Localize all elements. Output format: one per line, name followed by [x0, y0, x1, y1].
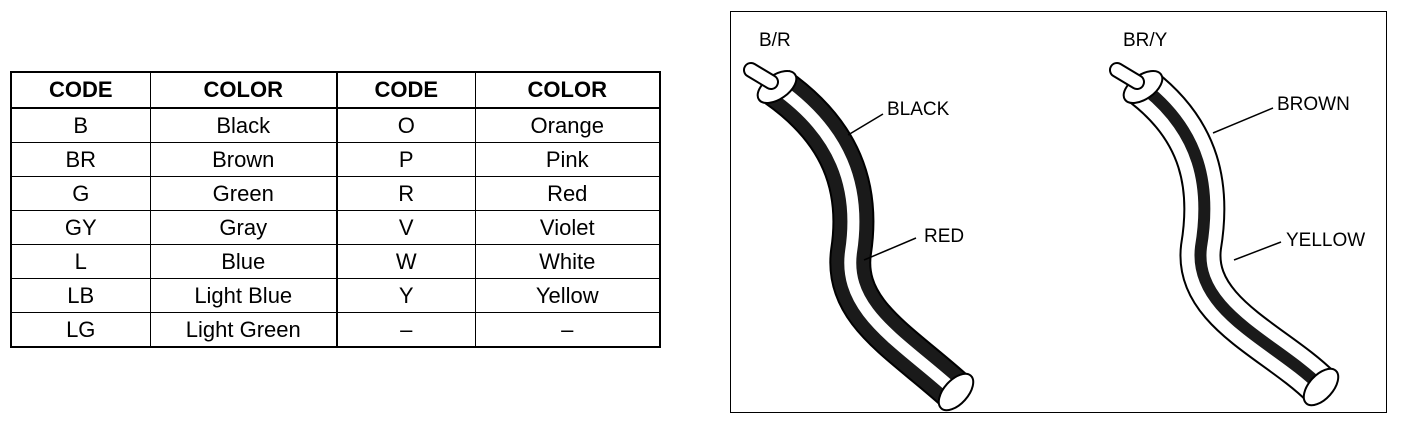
header-color-2: COLOR	[474, 71, 661, 109]
wire-br-y: BR/Y BROWN YELLOW	[1109, 30, 1365, 407]
code-cell: Y	[336, 278, 476, 313]
table-row: L Blue W White	[10, 244, 661, 279]
color-code-table: CODE COLOR CODE COLOR B Black O Orange B…	[10, 71, 661, 348]
color-cell: Orange	[474, 107, 661, 143]
color-cell: Green	[149, 176, 338, 211]
color-cell: –	[474, 312, 661, 348]
table-header-row: CODE COLOR CODE COLOR	[10, 71, 661, 109]
wire-1-stripe	[773, 82, 961, 397]
code-cell: B	[10, 107, 151, 143]
wire-1-stripe-label: RED	[924, 226, 964, 247]
leader-yellow	[1233, 241, 1282, 261]
code-cell: W	[336, 244, 476, 279]
wire-2-stripe	[1139, 82, 1326, 392]
color-cell: Yellow	[474, 278, 661, 313]
wire-1-end-cap	[937, 372, 975, 412]
code-cell: V	[336, 210, 476, 245]
header-color-1: COLOR	[149, 71, 338, 109]
wire-2-base-label: BROWN	[1277, 94, 1350, 115]
wire-b-r: B/R BLACK RED	[743, 30, 975, 412]
wire-1-base-label: BLACK	[887, 99, 950, 120]
wire-2-end-cap	[1302, 367, 1340, 407]
wire-1-conductor-fill	[745, 64, 777, 88]
leader-brown	[1212, 107, 1274, 134]
leader-black	[847, 113, 884, 136]
code-cell: L	[10, 244, 151, 279]
color-cell: Gray	[149, 210, 338, 245]
code-cell: LG	[10, 312, 151, 348]
wire-2-conductor-fill	[1111, 64, 1143, 88]
color-cell: Light Green	[149, 312, 338, 348]
code-cell: R	[336, 176, 476, 211]
color-cell: Red	[474, 176, 661, 211]
code-cell: O	[336, 107, 476, 143]
code-cell: –	[336, 312, 476, 348]
leader-red	[863, 237, 917, 261]
color-cell: Pink	[474, 142, 661, 177]
wire-2-stripe-label: YELLOW	[1286, 230, 1365, 251]
code-cell: G	[10, 176, 151, 211]
color-cell: Black	[149, 107, 338, 143]
table-row: BR Brown P Pink	[10, 142, 661, 177]
wire-diagram-panel: B/R BLACK RED BR/Y BROWN YELLOW	[730, 11, 1387, 413]
table-row: B Black O Orange	[10, 107, 661, 143]
color-cell: Brown	[149, 142, 338, 177]
table-row: GY Gray V Violet	[10, 210, 661, 245]
color-cell: White	[474, 244, 661, 279]
wire-2-code-label: BR/Y	[1123, 30, 1168, 51]
table-row: LG Light Green – –	[10, 312, 661, 348]
color-cell: Violet	[474, 210, 661, 245]
header-code-2: CODE	[336, 71, 476, 109]
code-cell: P	[336, 142, 476, 177]
header-code-1: CODE	[10, 71, 151, 109]
color-cell: Blue	[149, 244, 338, 279]
table-row: G Green R Red	[10, 176, 661, 211]
table-row: LB Light Blue Y Yellow	[10, 278, 661, 313]
code-cell: LB	[10, 278, 151, 313]
wire-1-code-label: B/R	[759, 30, 791, 51]
color-cell: Light Blue	[149, 278, 338, 313]
wire-diagram: B/R BLACK RED BR/Y BROWN YELLOW	[743, 30, 1365, 412]
code-cell: GY	[10, 210, 151, 245]
code-cell: BR	[10, 142, 151, 177]
